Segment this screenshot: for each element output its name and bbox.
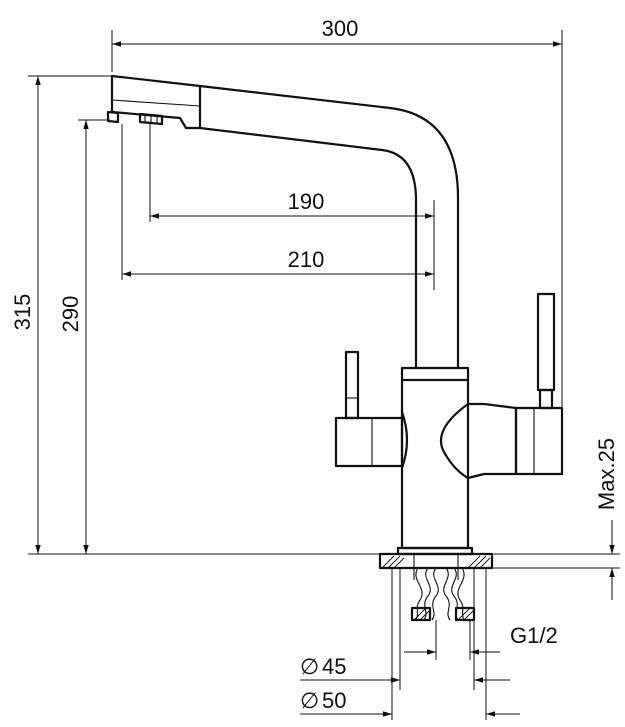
diameter-symbol-50: ∅ bbox=[300, 688, 319, 713]
dimension-lines bbox=[28, 30, 620, 720]
spout-head bbox=[110, 74, 202, 130]
left-lever bbox=[344, 350, 360, 420]
left-handle-housing bbox=[334, 416, 404, 468]
countertop-section bbox=[378, 552, 494, 580]
faucet-body bbox=[400, 378, 470, 550]
supply-hoses bbox=[410, 567, 476, 622]
faucet-outline bbox=[106, 74, 564, 556]
dim-overall-width: 300 bbox=[322, 16, 359, 41]
dim-spout-reach-inner: 190 bbox=[288, 189, 325, 214]
right-handle-housing bbox=[466, 402, 518, 480]
spout-arm bbox=[198, 84, 460, 370]
dim-spout-height: 290 bbox=[58, 296, 83, 333]
dimension-labels: 300 190 210 315 290 Max.25 G1/2 ∅ 45 ∅ 5… bbox=[10, 16, 619, 713]
dim-hole-max: 50 bbox=[322, 688, 346, 713]
dim-total-height: 315 bbox=[10, 294, 35, 331]
dim-spout-reach-outer: 210 bbox=[288, 247, 325, 272]
dim-max-countertop: Max.25 bbox=[594, 438, 619, 510]
dim-thread: G1/2 bbox=[510, 623, 558, 648]
right-lever bbox=[536, 292, 556, 392]
diameter-symbol-45: ∅ bbox=[300, 654, 319, 679]
dim-hole-min: 45 bbox=[322, 654, 346, 679]
